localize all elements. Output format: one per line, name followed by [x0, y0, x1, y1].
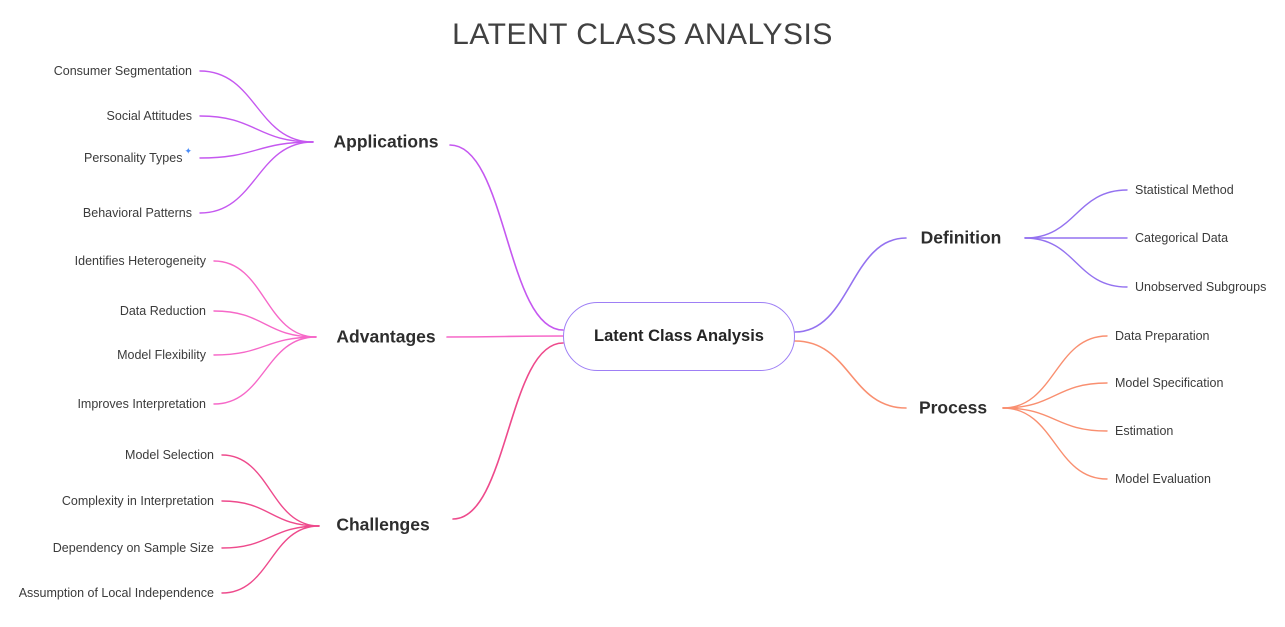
leaf-node-label: Model Flexibility	[117, 348, 206, 362]
leaf-node[interactable]: Data Preparation	[1115, 329, 1210, 343]
leaf-node[interactable]: Personality Types✦	[84, 147, 192, 166]
leaf-node[interactable]: Estimation	[1115, 424, 1173, 438]
connector-line	[199, 115, 314, 143]
leaf-node-label: Personality Types	[84, 151, 183, 165]
leaf-node[interactable]: Behavioral Patterns	[83, 206, 192, 220]
leaf-node-label: Consumer Segmentation	[53, 64, 192, 78]
leaf-node-label: Social Attitudes	[106, 109, 192, 123]
leaf-node[interactable]: Model Flexibility	[117, 348, 206, 362]
leaf-node[interactable]: Model Selection	[125, 448, 214, 462]
leaf-node[interactable]: Data Reduction	[120, 304, 206, 318]
leaf-node-label: Model Selection	[125, 448, 214, 462]
branch-node-applications[interactable]: Applications	[333, 131, 439, 152]
connector-line	[452, 342, 564, 520]
leaf-node-label: Model Specification	[1115, 376, 1224, 390]
leaf-node[interactable]: Model Evaluation	[1115, 472, 1211, 486]
leaf-node[interactable]: Unobserved Subgroups	[1135, 280, 1266, 294]
connector-line	[213, 260, 317, 338]
leaf-node[interactable]: Assumption of Local Independence	[19, 586, 214, 600]
connector-line	[213, 336, 317, 356]
root-node-label: Latent Class Analysis	[594, 327, 764, 345]
connector-line	[221, 525, 320, 594]
leaf-node-label: Improves Interpretation	[77, 397, 206, 411]
leaf-node-label: Model Evaluation	[1115, 472, 1211, 486]
leaf-node[interactable]: Identifies Heterogeneity	[75, 254, 206, 268]
connector-line	[1024, 189, 1128, 239]
connector-line	[221, 525, 320, 549]
connector-line	[446, 335, 564, 338]
leaf-node[interactable]: Improves Interpretation	[77, 397, 206, 411]
branch-node-challenges[interactable]: Challenges	[336, 514, 430, 535]
leaf-node-label: Data Reduction	[119, 304, 206, 318]
connector-line	[199, 141, 314, 214]
leaf-node[interactable]: Social Attitudes	[107, 109, 192, 123]
connector-line	[449, 144, 564, 331]
leaf-node-label: Identifies Heterogeneity	[74, 254, 206, 268]
leaf-node-label: Behavioral Patterns	[82, 206, 192, 220]
connector-line	[199, 141, 314, 159]
connector-line	[794, 340, 907, 409]
sparkle-icon[interactable]: ✦	[184, 146, 192, 156]
leaf-node-label: Estimation	[1115, 424, 1174, 438]
connector-line	[1002, 382, 1108, 409]
connector-line	[1002, 407, 1108, 480]
connector-line	[1002, 335, 1108, 409]
connector-line	[221, 454, 320, 527]
connector-line	[221, 500, 320, 527]
leaf-node[interactable]: Statistical Method	[1135, 183, 1234, 197]
branch-node-advantages[interactable]: Advantages	[336, 326, 436, 347]
leaf-node-label: Assumption of Local Independence	[18, 586, 214, 600]
connector-line	[213, 336, 317, 405]
leaf-node[interactable]: Consumer Segmentation	[54, 64, 192, 78]
leaf-node[interactable]: Complexity in Interpretation	[62, 494, 214, 508]
connector-line	[199, 70, 314, 143]
leaf-node-label: Categorical Data	[1135, 231, 1229, 245]
leaf-node-label: Statistical Method	[1135, 183, 1234, 197]
branch-node-definition[interactable]: Definition	[920, 227, 1002, 248]
leaf-node-label: Unobserved Subgroups	[1135, 280, 1267, 294]
connector-line	[1024, 237, 1128, 288]
branch-node-process[interactable]: Process	[918, 397, 988, 418]
connector-line	[794, 237, 907, 333]
leaf-node-label: Data Preparation	[1115, 329, 1210, 343]
leaf-node[interactable]: Categorical Data	[1135, 231, 1228, 245]
leaf-node[interactable]: Model Specification	[1115, 376, 1223, 390]
leaf-node-label: Complexity in Interpretation	[61, 494, 214, 508]
leaf-node[interactable]: Dependency on Sample Size	[53, 541, 214, 555]
page-title: LATENT CLASS ANALYSIS	[452, 18, 833, 51]
root-node[interactable]: Latent Class Analysis	[563, 302, 795, 371]
connector-line	[1002, 407, 1108, 432]
leaf-node-label: Dependency on Sample Size	[52, 541, 214, 555]
connector-line	[213, 310, 317, 338]
